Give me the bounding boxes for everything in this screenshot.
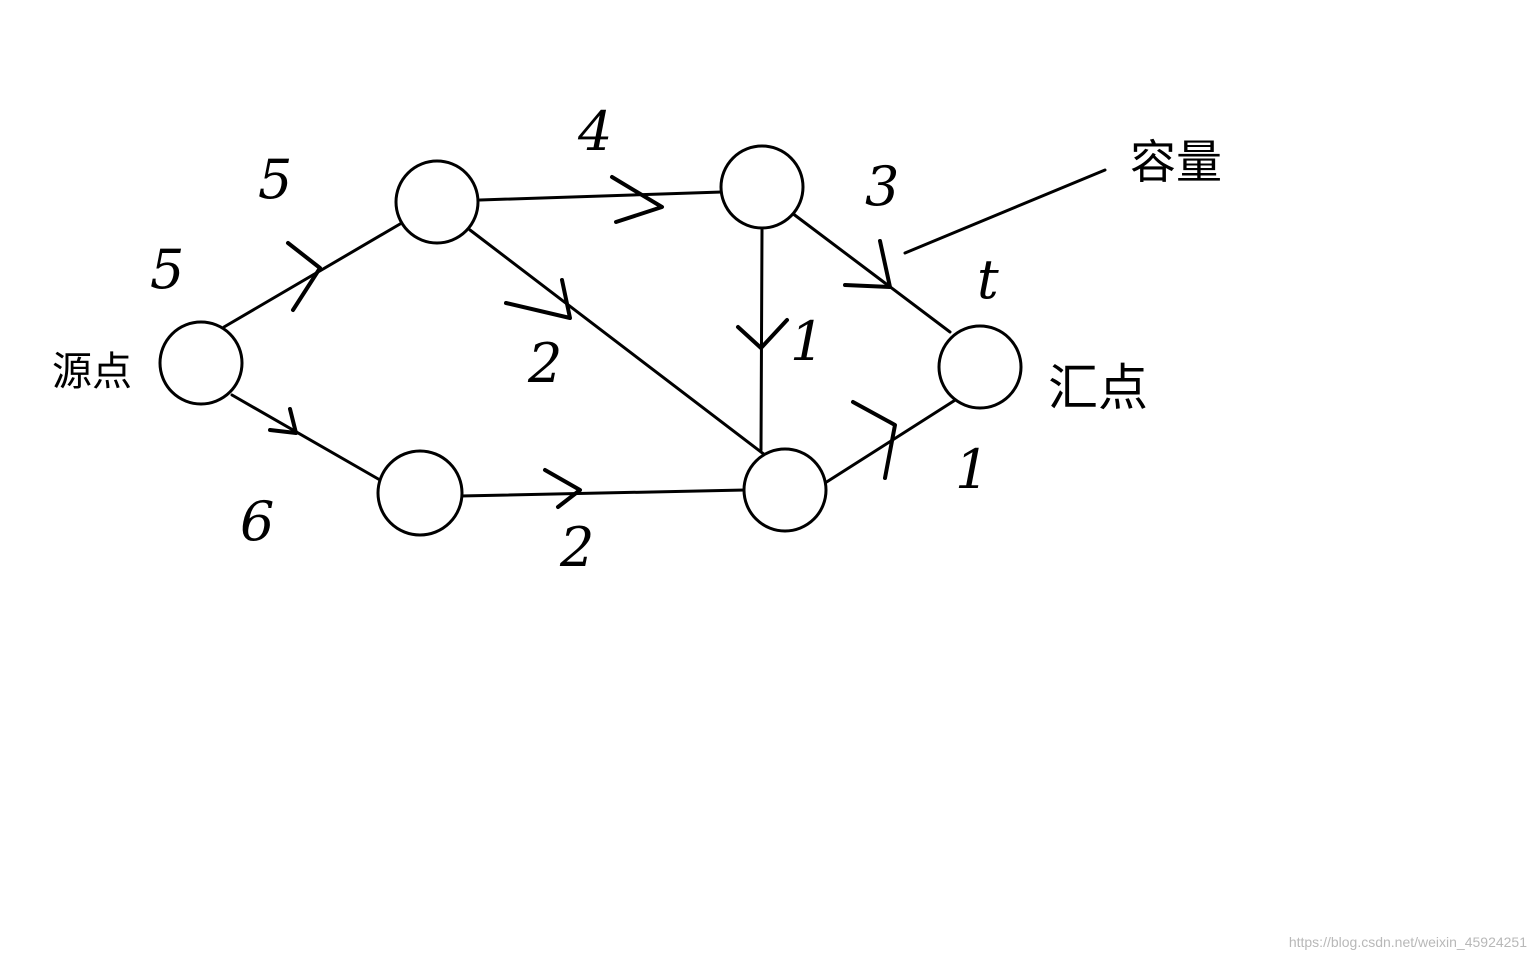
arrow-d-t [851,400,897,480]
sink-symbol-label: t [977,248,999,311]
node-a [394,159,480,245]
watermark-url: https://blog.csdn.net/weixin_45924251 [1289,934,1527,950]
capacity-label-b-d: 1 [790,310,824,373]
edge-c-d [458,488,747,498]
arrow-a-b [610,175,664,224]
capacity-label-a-b: 4 [577,100,612,163]
capacity-callout-label: 容量 [1130,135,1222,189]
node-d [742,447,828,533]
arrow-a-d [504,278,572,320]
node-b [719,144,805,230]
arrow-b-d [736,318,789,350]
arrow-b-t [843,239,892,289]
edge-s-c [230,393,382,482]
capacity-label-s-a-upper: 5 [258,148,292,211]
arrow-c-d [543,468,582,509]
node-source [158,320,244,406]
arrow-s-c [268,407,298,435]
capacity-label-d-t: 1 [955,438,989,501]
capacity-label-c-d: 2 [559,516,594,579]
capacity-label-a-d: 2 [527,332,562,395]
capacity-label-s-a-lower: 5 [150,238,184,301]
sink-label: 汇点 [1048,359,1148,417]
edge-b-d [759,228,764,452]
node-c [376,449,464,537]
node-sink [937,324,1023,410]
capacity-label-b-t: 3 [865,155,899,218]
capacity-callout-line [903,168,1107,255]
capacity-label-s-c: 6 [240,490,274,553]
edge-a-b [478,190,724,202]
edge-b-t [790,211,952,334]
edge-a-d [468,228,767,457]
arrow-s-a [286,241,322,312]
edge-s-a [222,222,402,329]
source-label: 源点 [52,349,132,395]
